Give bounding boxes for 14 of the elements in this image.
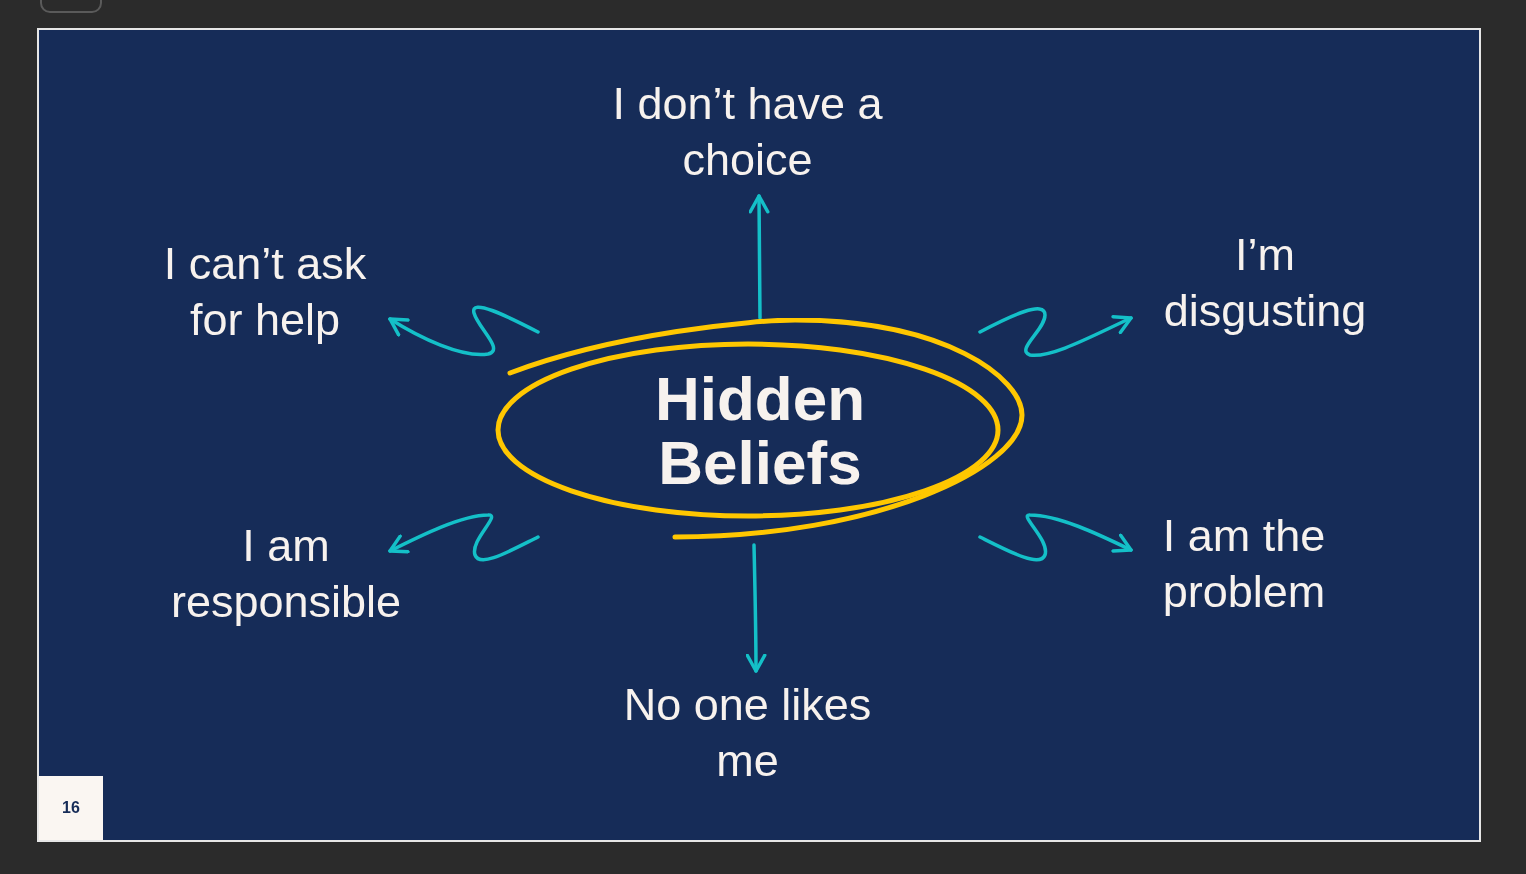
belief-text: I am responsible	[169, 519, 403, 629]
squiggle-arrow	[748, 194, 770, 320]
belief-text: No one likes me	[622, 677, 873, 788]
squiggle-arrow	[388, 305, 540, 357]
page-number-box: 16	[39, 776, 103, 840]
central-topic: Hidden Beliefs	[653, 366, 867, 495]
belief-text: I don’t have a choice	[611, 77, 884, 187]
belief-text: I can’t ask for help	[162, 237, 368, 347]
squiggle-arrow	[978, 513, 1133, 562]
belief-text: I am the problem	[1161, 509, 1327, 619]
squiggle-arrow	[978, 307, 1133, 357]
squiggle-arrow	[745, 543, 767, 673]
squiggle-arrow	[388, 513, 540, 562]
belief-text: I’m disgusting	[1162, 228, 1368, 338]
